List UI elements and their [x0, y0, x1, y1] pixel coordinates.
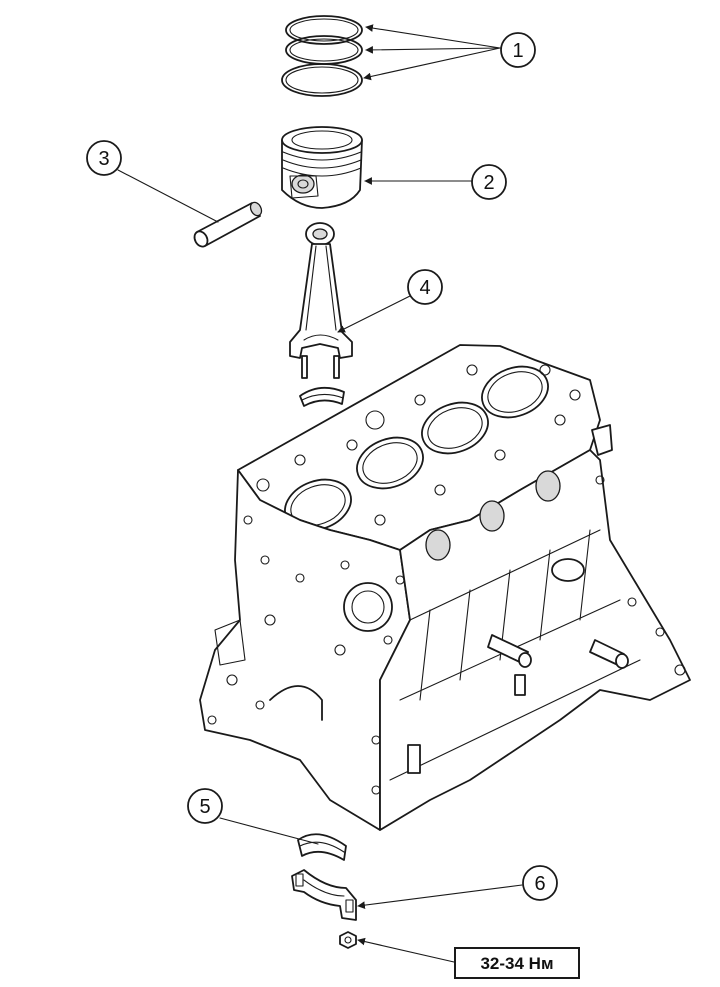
cap-nut [339, 931, 357, 949]
callout-2: 2 [471, 164, 507, 200]
piston-rings [281, 15, 363, 97]
callout-3-label: 3 [98, 148, 109, 170]
piston-pin [193, 201, 263, 248]
callout-1: 1 [500, 32, 536, 68]
callout-1-label: 1 [512, 40, 523, 62]
connecting-rod [289, 222, 353, 379]
main-bearing-shell [297, 833, 347, 861]
torque-spec-box: 32-34 Нм [454, 947, 580, 979]
piston [281, 126, 363, 209]
callout-2-label: 2 [483, 172, 494, 194]
callout-5-label: 5 [199, 796, 210, 818]
callout-4: 4 [407, 269, 443, 305]
cylinder-block [199, 344, 691, 831]
rod-bearing-shell [299, 386, 345, 407]
callout-6-label: 6 [534, 873, 545, 895]
torque-spec-label: 32-34 Нм [480, 954, 553, 973]
callout-6: 6 [522, 865, 558, 901]
main-bearing-cap [291, 869, 357, 921]
callout-5: 5 [187, 788, 223, 824]
leader-lines [117, 24, 523, 963]
callout-3: 3 [86, 140, 122, 176]
callout-4-label: 4 [419, 277, 430, 299]
